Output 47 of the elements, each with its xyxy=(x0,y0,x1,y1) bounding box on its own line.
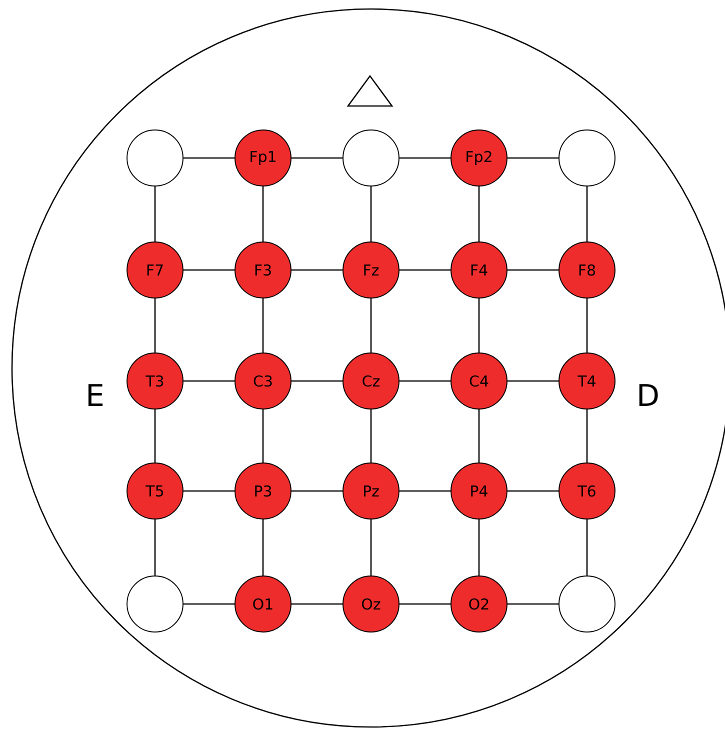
connector-line xyxy=(292,157,342,159)
connector-line xyxy=(400,380,450,382)
side-label: E xyxy=(88,384,103,406)
empty-electrode-circle xyxy=(342,130,400,186)
connector-line xyxy=(292,603,342,605)
connector-line xyxy=(478,298,480,352)
connector-line xyxy=(184,603,234,605)
connector-line xyxy=(262,186,264,242)
connector-line xyxy=(400,157,450,159)
connector-line xyxy=(184,269,234,271)
connector-line xyxy=(262,520,264,576)
connector-line xyxy=(292,490,342,492)
empty-electrode-circle xyxy=(126,576,184,632)
connector-line xyxy=(370,186,372,242)
empty-electrode-circle xyxy=(558,130,616,186)
connector-line xyxy=(478,186,480,242)
connector-line xyxy=(154,186,156,242)
connector-line xyxy=(508,157,558,159)
connector-line xyxy=(586,298,588,352)
connector-line xyxy=(400,269,450,271)
connector-line xyxy=(154,298,156,352)
connector-line xyxy=(262,298,264,352)
empty-electrode-circle xyxy=(558,576,616,632)
connector-line xyxy=(184,157,234,159)
connector-line xyxy=(370,298,372,352)
side-label: D xyxy=(639,384,658,406)
empty-electrode-circle xyxy=(126,130,184,186)
connector-line xyxy=(292,269,342,271)
connector-line xyxy=(292,380,342,382)
connector-line xyxy=(586,410,588,462)
connector-line xyxy=(262,410,264,462)
connector-line xyxy=(586,520,588,576)
connector-line xyxy=(400,603,450,605)
connector-line xyxy=(478,410,480,462)
connector-line xyxy=(154,520,156,576)
connector-line xyxy=(370,410,372,462)
connector-line xyxy=(586,186,588,242)
connector-line xyxy=(154,410,156,462)
connector-line xyxy=(508,380,558,382)
connector-line xyxy=(184,380,234,382)
connector-line xyxy=(478,520,480,576)
connector-line xyxy=(370,520,372,576)
connector-line xyxy=(508,603,558,605)
connector-line xyxy=(400,490,450,492)
connector-line xyxy=(184,490,234,492)
connector-line xyxy=(508,490,558,492)
connector-line xyxy=(508,269,558,271)
